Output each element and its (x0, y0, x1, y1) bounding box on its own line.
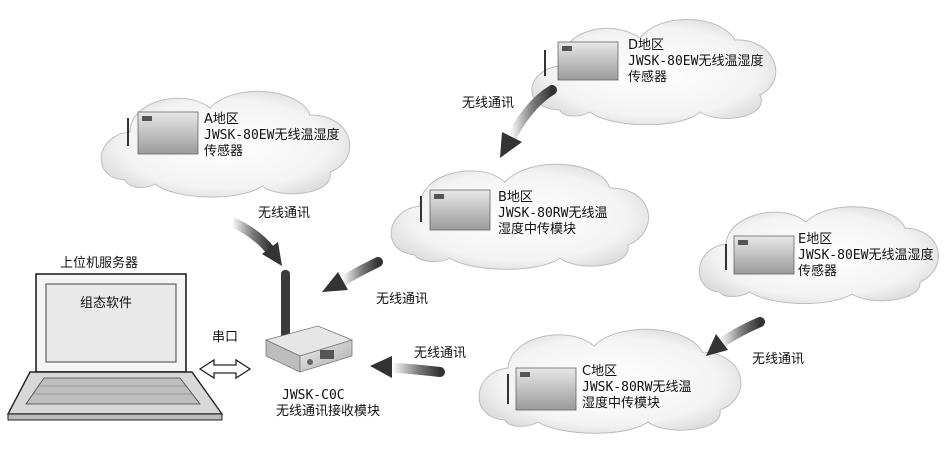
node-a-device-type: 传感器 (204, 144, 244, 159)
node-b-device-type: 湿度中传模块 (498, 222, 577, 237)
node-d-device: JWSK-80EW无线温湿度 (628, 54, 764, 69)
serial-double-arrow (198, 358, 252, 380)
node-d-name: D地区 (628, 38, 665, 53)
relay-device-b (420, 189, 491, 231)
node-a-device: JWSK-80EW无线温湿度 (204, 128, 340, 143)
node-e-device-type: 传感器 (798, 264, 838, 279)
arrow-d-to-b (500, 85, 557, 158)
server-title: 上位机服务器 (60, 256, 139, 271)
link-label-c-to-hub: 无线通讯 (414, 346, 467, 361)
node-b-device: JWSK-80RW无线温 (498, 206, 608, 221)
relay-device-c (507, 367, 577, 411)
receiver-module (264, 270, 354, 373)
node-c-device: JWSK-80RW无线温 (582, 380, 692, 395)
receiver-model: JWSK-C0C (282, 388, 345, 403)
link-label-b-to-hub: 无线通讯 (376, 292, 429, 307)
arrow-c-to-hub (370, 356, 445, 378)
link-label-e-to-c: 无线通讯 (752, 352, 805, 367)
link-label-a-to-hub: 无线通讯 (258, 206, 311, 221)
node-a-name: A地区 (204, 112, 239, 127)
node-c-device-type: 湿度中传模块 (582, 396, 661, 411)
node-e-name: E地区 (798, 232, 833, 247)
node-e-device: JWSK-80EW无线温湿度 (798, 248, 934, 263)
arrow-a-to-hub (227, 217, 282, 266)
arrow-e-to-c (706, 317, 765, 356)
cloud-e (698, 206, 939, 305)
node-c-name: C地区 (582, 364, 618, 379)
arrow-b-to-hub (322, 257, 383, 292)
link-label-d-to-b: 无线通讯 (462, 96, 515, 111)
sensor-device-a (127, 111, 199, 155)
node-d-device-type: 传感器 (628, 70, 668, 85)
server-screen-text: 组态软件 (80, 296, 133, 311)
link-label-serial: 串口 (212, 330, 239, 345)
receiver-name: 无线通讯接收模块 (276, 404, 381, 419)
node-b-name: B地区 (498, 190, 533, 205)
sensor-device-d (544, 41, 619, 81)
laptop-server (6, 273, 224, 421)
sensor-device-e (725, 235, 795, 275)
